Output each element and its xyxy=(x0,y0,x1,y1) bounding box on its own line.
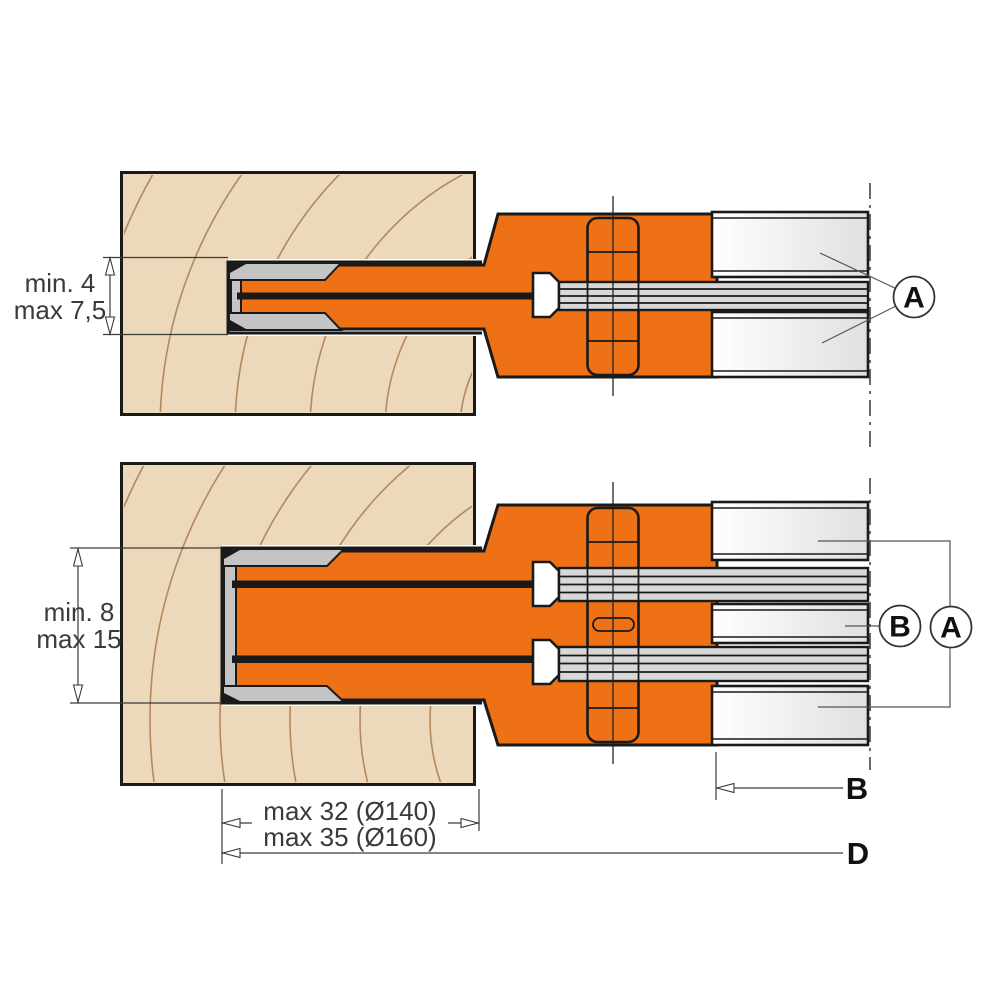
view-min-groove: A min. 4 max 7,5 xyxy=(14,171,936,452)
adjustment-slot xyxy=(237,292,537,300)
washer-upper xyxy=(531,560,561,608)
shank-end-cap-bottom xyxy=(223,555,237,697)
clamp-wedge-top-b xyxy=(222,548,347,567)
cutter-plate-bottom-b xyxy=(710,684,870,747)
dim-depth-line1: max 32 (Ø140) xyxy=(263,796,436,826)
dim-depth-line2: max 35 (Ø160) xyxy=(263,822,436,852)
clamp-wedge-top xyxy=(228,262,344,281)
callout-b-label: B xyxy=(889,611,911,644)
view-max-groove: B A min. 8 max 15 B max 32 (Ø140) max 35… xyxy=(36,462,973,871)
dim-top-groove-line2: max 7,5 xyxy=(14,295,107,325)
dim-top-groove-line1: min. 4 xyxy=(25,268,96,298)
clamp-wedge-bottom-b xyxy=(222,685,347,703)
callout-a-top-circle xyxy=(892,275,936,319)
dim-b-label: B xyxy=(846,771,868,806)
callout-a-bottom-circle xyxy=(929,605,973,649)
callout-b-circle xyxy=(878,604,922,648)
dim-depth-arrow-right xyxy=(460,817,481,829)
cutter-plate-bottom xyxy=(710,310,870,379)
dim-arrow-down xyxy=(104,316,116,337)
callout-a-top-label: A xyxy=(903,282,925,315)
dim-bottom-groove-line1: min. 8 xyxy=(44,597,115,627)
dim-arrow-up xyxy=(104,255,116,276)
dim-b-arrow xyxy=(714,782,735,794)
dim-d-label: D xyxy=(847,836,869,871)
dim-arrow-down-b xyxy=(72,684,84,705)
washer xyxy=(531,271,561,319)
cutter-plate-top xyxy=(710,210,870,279)
washer-lower xyxy=(531,638,561,686)
wood-grain-bottom xyxy=(124,466,472,782)
dim-bottom-groove-line2: max 15 xyxy=(36,624,121,654)
dim-d-arrow xyxy=(220,847,241,859)
adjustment-slot-1 xyxy=(232,580,538,588)
clamp-wedge-bottom xyxy=(228,312,344,331)
adjustment-slot-2 xyxy=(232,655,538,663)
dim-depth-arrow-left xyxy=(220,817,241,829)
callout-a-bottom-label: A xyxy=(940,612,962,645)
dim-arrow-up-b xyxy=(72,546,84,567)
cutter-plate-top-b xyxy=(710,500,870,562)
